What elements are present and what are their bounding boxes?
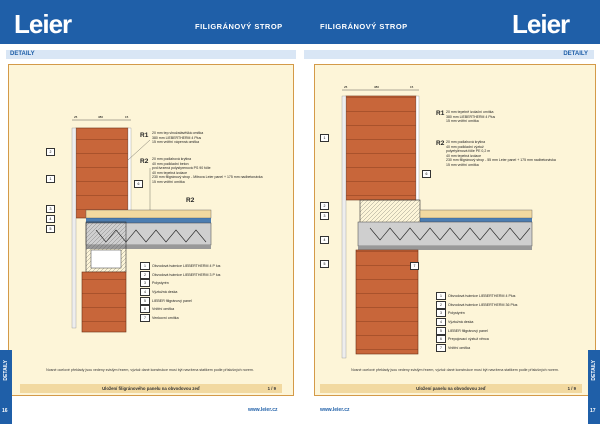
logo: Leier xyxy=(512,9,570,39)
callout-number: 6 xyxy=(422,170,431,178)
side-label: DETAILY xyxy=(3,360,9,381)
footnote: Nosné ocelové překlady jsou vedeny svisl… xyxy=(351,368,559,372)
side-tab xyxy=(588,350,600,424)
callout-number: 2 xyxy=(46,148,55,156)
dim-3: 15 xyxy=(410,85,414,89)
side-label: DETAILY xyxy=(591,360,597,381)
page-number: 17 xyxy=(590,408,596,414)
callout-number: 3 xyxy=(320,212,329,220)
r1-tag: R1 xyxy=(140,132,149,139)
logo: Leier xyxy=(14,9,72,39)
callout-number: 4 xyxy=(320,236,329,244)
dim-2: 380 xyxy=(98,115,103,119)
callout-number: 4 xyxy=(46,215,55,223)
website-link[interactable]: www.leier.cz xyxy=(320,407,350,413)
caption-text: Uložení panelu na obvodovou zeď xyxy=(416,386,486,391)
caption-text: Uložení filigránového panelu na obvodovo… xyxy=(102,386,200,391)
r1-tag: R1 xyxy=(436,110,445,117)
header-bar xyxy=(300,0,600,44)
callout-number: 1 xyxy=(46,175,55,183)
header-title: FILIGRÁNOVÝ STROP xyxy=(320,22,408,31)
caption-page: 1 / 9 xyxy=(567,386,576,391)
callout-number: 2 xyxy=(320,202,329,210)
dim-2: 380 xyxy=(374,85,379,89)
caption-bar: Uložení panelu na obvodovou zeď 1 / 9 xyxy=(320,384,582,393)
section-band: DETAILY xyxy=(304,50,594,59)
dim-1: 25 xyxy=(74,115,78,119)
caption-page: 1 / 9 xyxy=(267,386,276,391)
dim-1: 25 xyxy=(344,85,348,89)
r2-tag: R2 xyxy=(436,140,445,147)
callout-number: 5 xyxy=(320,260,329,268)
callout-number: 5 xyxy=(46,225,55,233)
footnote: Nosné ocelové překlady jsou vedeny svisl… xyxy=(46,368,254,372)
dim-3: 15 xyxy=(125,115,129,119)
caption-bar: Uložení filigránového panelu na obvodovo… xyxy=(20,384,282,393)
callout-number: 7 xyxy=(410,262,419,270)
right-page: Leier FILIGRÁNOVÝ STROP DETAILY 25 380 1… xyxy=(300,0,600,424)
header-bar xyxy=(0,0,300,44)
section-drawing: 25 380 15 xyxy=(341,85,533,359)
callout-number: 3 xyxy=(46,205,55,213)
website-link[interactable]: www.leier.cz xyxy=(248,407,278,413)
r2-tag: R2 xyxy=(140,158,149,165)
section-drawing: 25 380 15 xyxy=(71,115,212,333)
r2-tag-lower: R2 xyxy=(186,197,195,204)
side-tab xyxy=(0,350,12,424)
left-page: Leier FILIGRÁNOVÝ STROP DETAILY 25 xyxy=(0,0,300,424)
callout-number: 1 xyxy=(320,134,329,142)
header-title: FILIGRÁNOVÝ STROP xyxy=(195,22,283,31)
callout-number: 6 xyxy=(134,180,143,188)
page-number: 16 xyxy=(2,408,8,414)
section-band: DETAILY xyxy=(6,50,296,59)
